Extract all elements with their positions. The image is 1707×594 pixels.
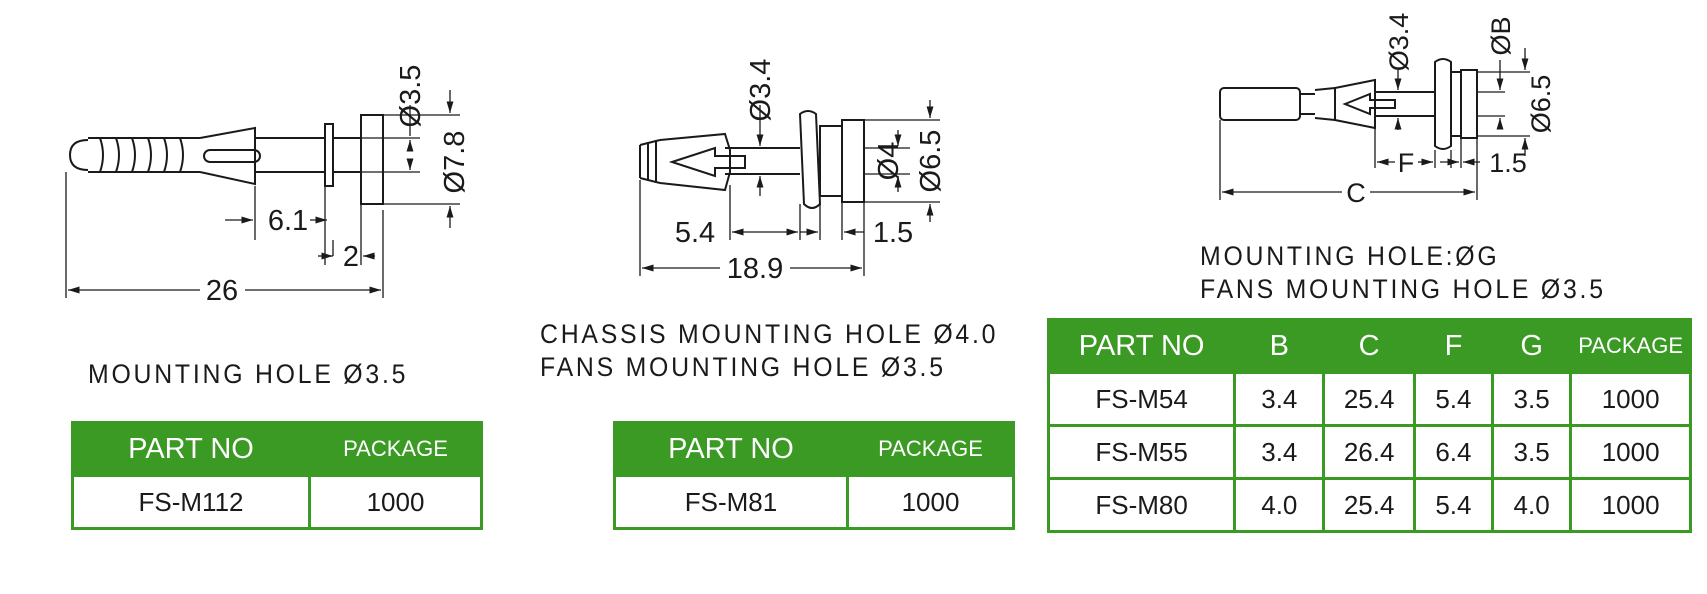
table-header-b: B — [1233, 318, 1326, 374]
fs-m81-dim-b: 1.5 — [873, 217, 913, 249]
table-cell-g: 3.5 — [1491, 424, 1573, 480]
table-cell-b: 4.0 — [1233, 477, 1326, 533]
note-middle-line-1: CHASSIS MOUNTING HOLE Ø4.0 — [540, 319, 999, 349]
table-cell-package: 1000 — [1569, 424, 1692, 480]
fs-m112-dim-a: 6.1 — [268, 205, 308, 237]
fs-m81-dia-b: Ø4 — [873, 142, 905, 181]
table-header-f: F — [1412, 318, 1495, 374]
table-cell-part-no: FS-M81 — [613, 474, 849, 530]
fs-m112-dim-b: 2 — [343, 241, 359, 273]
fs-m81-dim-total: 18.9 — [727, 253, 783, 285]
fs-m112-dia-b: Ø7.8 — [439, 131, 471, 194]
table-row: FS-M55 3.4 26.4 6.4 3.5 1000 — [1046, 424, 1692, 480]
table-cell-f: 5.4 — [1412, 371, 1495, 427]
table-header-package: PACKAGE — [846, 421, 1015, 477]
table-cell-package: 1000 — [846, 474, 1015, 530]
table-cell-package: 1000 — [1569, 371, 1692, 427]
table-header-package: PACKAGE — [1569, 318, 1692, 374]
note-right-line-2: FANS MOUNTING HOLE Ø3.5 — [1200, 274, 1606, 304]
table-cell-g: 4.0 — [1491, 477, 1573, 533]
note-left-line-1: MOUNTING HOLE Ø3.5 — [88, 359, 409, 389]
table-header-part-no: PART NO — [613, 421, 849, 477]
table-row: FS-M54 3.4 25.4 5.4 3.5 1000 — [1046, 371, 1692, 427]
table-cell-package: 1000 — [308, 474, 483, 530]
fs-m112-drawing — [65, 90, 460, 298]
table-cell-c: 25.4 — [1322, 371, 1416, 427]
table-header-package: PACKAGE — [308, 421, 483, 477]
fs-m112-dia-a: Ø3.5 — [395, 65, 427, 128]
fs-m81-dia-a: Ø3.4 — [745, 59, 777, 122]
fs-m54-dia-b: ØB — [1486, 16, 1516, 55]
fs-m54-drawing — [1219, 48, 1530, 200]
table-cell-g: 3.5 — [1491, 371, 1573, 427]
table-cell-f: 5.4 — [1412, 477, 1495, 533]
table-cell-part-no: FS-M54 — [1046, 371, 1237, 427]
table-row: FS-M81 1000 — [613, 474, 1015, 530]
table-cell-part-no: FS-M80 — [1046, 477, 1237, 533]
table-cell-c: 25.4 — [1322, 477, 1416, 533]
table-fs-m112: PART NO PACKAGE FS-M112 1000 — [71, 421, 483, 530]
fs-m54-dia-c: Ø6.5 — [1526, 75, 1556, 134]
fs-m54-dim-c: C — [1346, 178, 1366, 208]
fs-m81-drawing — [639, 100, 940, 276]
note-middle-line-2: FANS MOUNTING HOLE Ø3.5 — [540, 352, 946, 382]
table-row: FS-M112 1000 — [71, 474, 483, 530]
table-header-c: C — [1322, 318, 1416, 374]
fs-m112-dim-total: 26 — [206, 275, 238, 307]
fs-m54-dim-b: 1.5 — [1489, 148, 1527, 178]
fs-m81-dim-a: 5.4 — [675, 217, 715, 249]
fs-m54-dia-a: Ø3.4 — [1384, 13, 1414, 72]
table-fs-m54-m55-m80: PART NO B C F G PACKAGE FS-M54 3.4 25.4 … — [1046, 318, 1692, 533]
table-header-part-no: PART NO — [1046, 318, 1237, 374]
table-row: FS-M80 4.0 25.4 5.4 4.0 1000 — [1046, 477, 1692, 533]
fs-m54-dim-f: F — [1398, 148, 1415, 178]
table-header-g: G — [1491, 318, 1573, 374]
table-cell-c: 26.4 — [1322, 424, 1416, 480]
note-right-line-1: MOUNTING HOLE:ØG — [1200, 241, 1500, 271]
note-middle: CHASSIS MOUNTING HOLE Ø4.0 FANS MOUNTING… — [540, 318, 998, 384]
table-cell-b: 3.4 — [1233, 424, 1326, 480]
note-right: MOUNTING HOLE:ØG FANS MOUNTING HOLE Ø3.5 — [1200, 240, 1606, 306]
table-fs-m81: PART NO PACKAGE FS-M81 1000 — [613, 421, 1015, 530]
table-cell-f: 6.4 — [1412, 424, 1495, 480]
table-cell-b: 3.4 — [1233, 371, 1326, 427]
note-left: MOUNTING HOLE Ø3.5 — [88, 358, 408, 391]
table-cell-part-no: FS-M112 — [71, 474, 311, 530]
table-header-part-no: PART NO — [71, 421, 311, 477]
fs-m81-dia-c: Ø6.5 — [915, 130, 947, 193]
table-cell-part-no: FS-M55 — [1046, 424, 1237, 480]
table-cell-package: 1000 — [1569, 477, 1692, 533]
